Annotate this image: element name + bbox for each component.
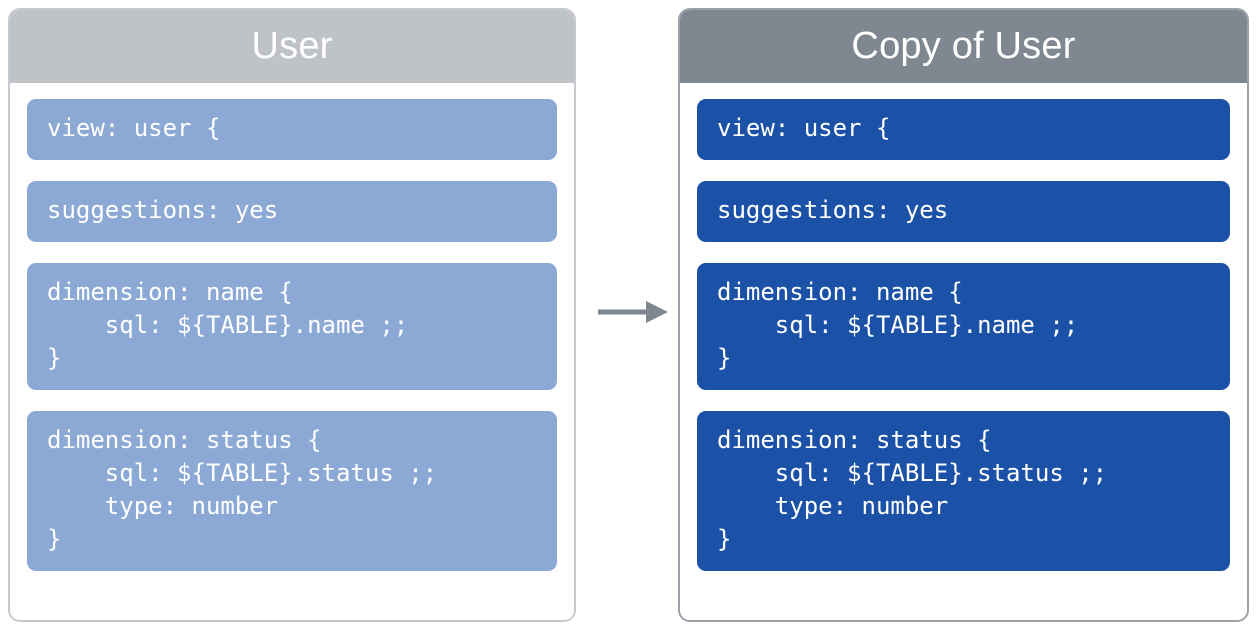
- card-copy-of-user-title: Copy of User: [680, 10, 1247, 83]
- arrow-right-icon: [598, 301, 668, 323]
- card-user: User view: user { suggestions: yes dimen…: [8, 8, 576, 622]
- card-copy-of-user: Copy of User view: user { suggestions: y…: [678, 8, 1249, 622]
- card-user-title: User: [10, 10, 574, 83]
- code-block-suggestions-copy: suggestions: yes: [697, 181, 1230, 242]
- code-block-suggestions: suggestions: yes: [27, 181, 557, 242]
- card-user-body: view: user { suggestions: yes dimension:…: [10, 83, 574, 620]
- code-block-view: view: user {: [27, 99, 557, 160]
- code-block-dimension-name-copy: dimension: name { sql: ${TABLE}.name ;; …: [697, 263, 1230, 390]
- code-block-dimension-name: dimension: name { sql: ${TABLE}.name ;; …: [27, 263, 557, 390]
- card-copy-of-user-body: view: user { suggestions: yes dimension:…: [680, 83, 1247, 620]
- code-block-view-copy: view: user {: [697, 99, 1230, 160]
- code-block-dimension-status: dimension: status { sql: ${TABLE}.status…: [27, 411, 557, 571]
- code-block-dimension-status-copy: dimension: status { sql: ${TABLE}.status…: [697, 411, 1230, 571]
